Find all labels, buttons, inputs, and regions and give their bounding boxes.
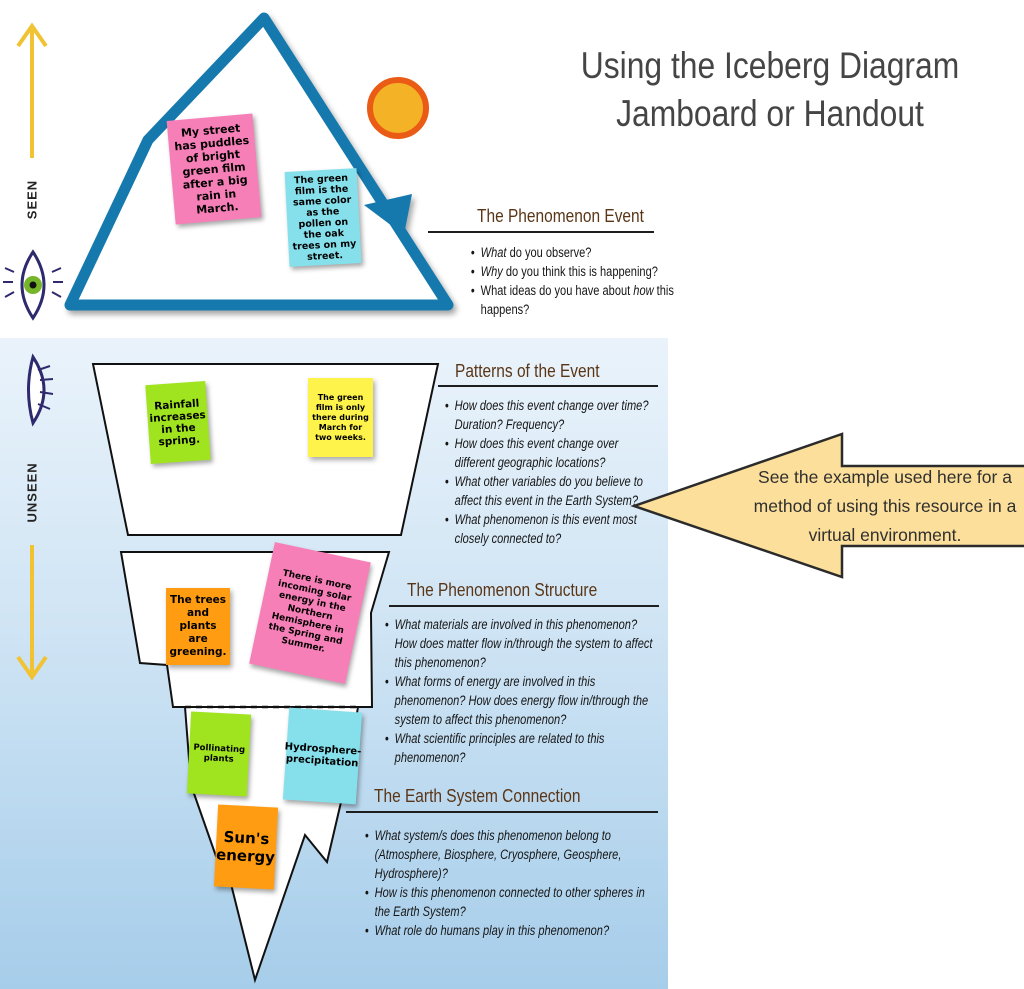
question-item: Why do you think this is happening? [471, 262, 678, 281]
sun-icon [367, 77, 429, 139]
phenomenon-event-heading: The Phenomenon Event [477, 206, 644, 226]
callout-text: See the example used here for a method o… [753, 467, 1017, 545]
sticky-note-trees: The trees and plants are greening. [166, 588, 230, 665]
iceberg-tip [64, 12, 454, 311]
sticky-note-hydro: Hydrosphere-precipitation [282, 707, 363, 805]
sticky-note-street: My street has puddles of bright green fi… [166, 113, 262, 225]
patterns-heading: Patterns of the Event [455, 361, 600, 381]
open-eye-icon [3, 249, 63, 321]
sticky-note-march: The green film is only there during Marc… [308, 378, 373, 457]
earth-system-heading: The Earth System Connection [374, 786, 581, 806]
phenomenon-event-questions: What do you observe? Why do you think th… [470, 243, 677, 319]
question-item: How does this event change over time? Du… [445, 396, 650, 434]
question-item: How does this event change over differen… [445, 434, 650, 472]
patterns-questions: How does this event change over time? Du… [444, 396, 650, 548]
callout-arrow [630, 432, 1024, 579]
question-item: What materials are involved in this phen… [385, 615, 657, 672]
question-item: What phenomenon is this event most close… [445, 510, 650, 548]
seen-label: SEEN [24, 179, 40, 220]
heading-rule [389, 605, 659, 607]
earth-system-questions: What system/s does this phenomenon belon… [364, 826, 645, 940]
page-title: Using the Iceberg Diagram Jamboard or Ha… [580, 45, 960, 134]
structure-heading: The Phenomenon Structure [407, 580, 598, 600]
question-item: What do you observe? [471, 243, 678, 262]
question-item: What system/s does this phenomenon belon… [365, 826, 646, 883]
sticky-note-pollen: The green film is the same color as the … [284, 168, 362, 267]
up-arrow-icon [16, 22, 48, 158]
heading-rule [428, 231, 654, 233]
down-arrow-icon [16, 545, 48, 681]
sticky-note-pollinating: Pollinating plants [186, 711, 252, 797]
question-item: What ideas do you have about how this ha… [471, 281, 678, 319]
question-item: What forms of energy are involved in thi… [385, 672, 657, 729]
heading-rule [438, 385, 658, 387]
question-item: What scientific principles are related t… [385, 729, 657, 767]
question-item: How is this phenomenon connected to othe… [365, 883, 646, 921]
sticky-note-sun: Sun's energy [213, 804, 279, 890]
question-item: What role do humans play in this phenome… [365, 921, 646, 940]
sticky-note-rainfall: Rainfall increases in the spring. [145, 381, 211, 464]
structure-questions: What materials are involved in this phen… [384, 615, 657, 767]
heading-rule [346, 811, 658, 813]
question-item: What other variables do you believe to a… [445, 472, 650, 510]
unseen-label: UNSEEN [24, 462, 40, 523]
closed-eye-icon [27, 353, 54, 427]
